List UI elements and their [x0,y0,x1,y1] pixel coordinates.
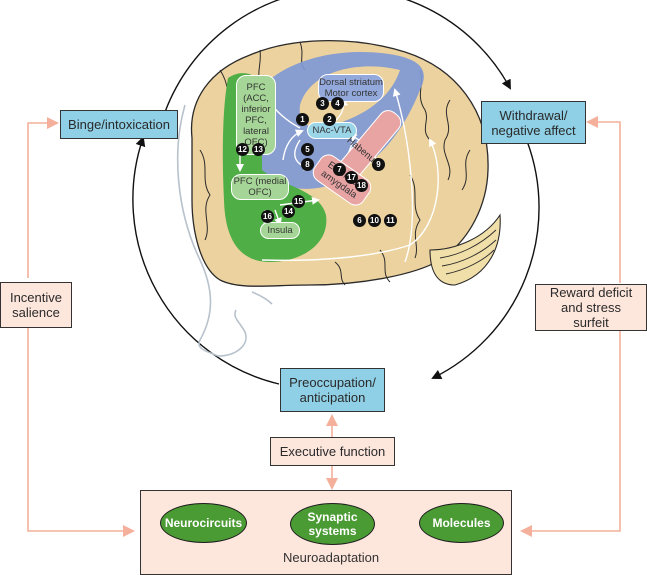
marker-10: 10 [368,214,381,227]
stage-withdrawal-negative-affect: Withdrawal/ negative affect [481,101,586,144]
marker-13: 13 [252,143,265,156]
marker-5: 5 [301,143,314,156]
neuroadapt-to-salience-arrow [27,328,135,537]
region-pfc-medial: PFC (medial OFC) [231,174,289,200]
marker-16: 16 [261,210,274,223]
marker-18: 18 [355,179,368,192]
process-reward-deficit: Reward deficit and stress surfeit [535,284,647,331]
cycle-arc-left [132,136,280,385]
marker-3: 3 [316,97,329,110]
deficit-to-withdrawal-arrow [586,116,621,283]
cycle-arc-right [431,140,540,379]
process-executive-function: Executive function [270,437,395,466]
marker-14: 14 [282,205,295,218]
marker-9: 9 [372,158,385,171]
marker-17: 17 [345,171,358,184]
marker-1: 1 [296,113,309,126]
marker-4: 4 [331,97,344,110]
cerebellum [429,213,501,286]
cycle-arc-top [164,0,511,113]
marker-6: 6 [353,214,366,227]
marker-11: 11 [384,214,397,227]
salience-to-binge-arrow [27,117,59,278]
region-pfc-upper: PFC (ACC, inferior PFC, lateral OFC) [236,75,276,155]
region-dorsal-striatum: Dorsal striatum Motor cortex [318,74,384,102]
oval-synaptic-systems: Synaptic systems [290,503,375,545]
marker-8: 8 [301,158,314,171]
neuroadaptation-label: Neuroadaptation [283,550,380,565]
region-insula: Insula [260,222,300,239]
marker-15: 15 [292,195,305,208]
oval-molecules: Molecules [419,503,504,543]
stage-binge-intoxication: Binge/intoxication [60,110,178,139]
process-incentive-salience: Incentive salience [0,282,72,328]
neuroadapt-to-deficit-arrow [520,331,621,537]
marker-2: 2 [323,113,336,126]
marker-7: 7 [333,163,346,176]
stage-preoccupation-anticipation: Preoccupation/ anticipation [280,368,385,412]
marker-12: 12 [236,143,249,156]
oval-neurocircuits: Neurocircuits [160,503,247,543]
